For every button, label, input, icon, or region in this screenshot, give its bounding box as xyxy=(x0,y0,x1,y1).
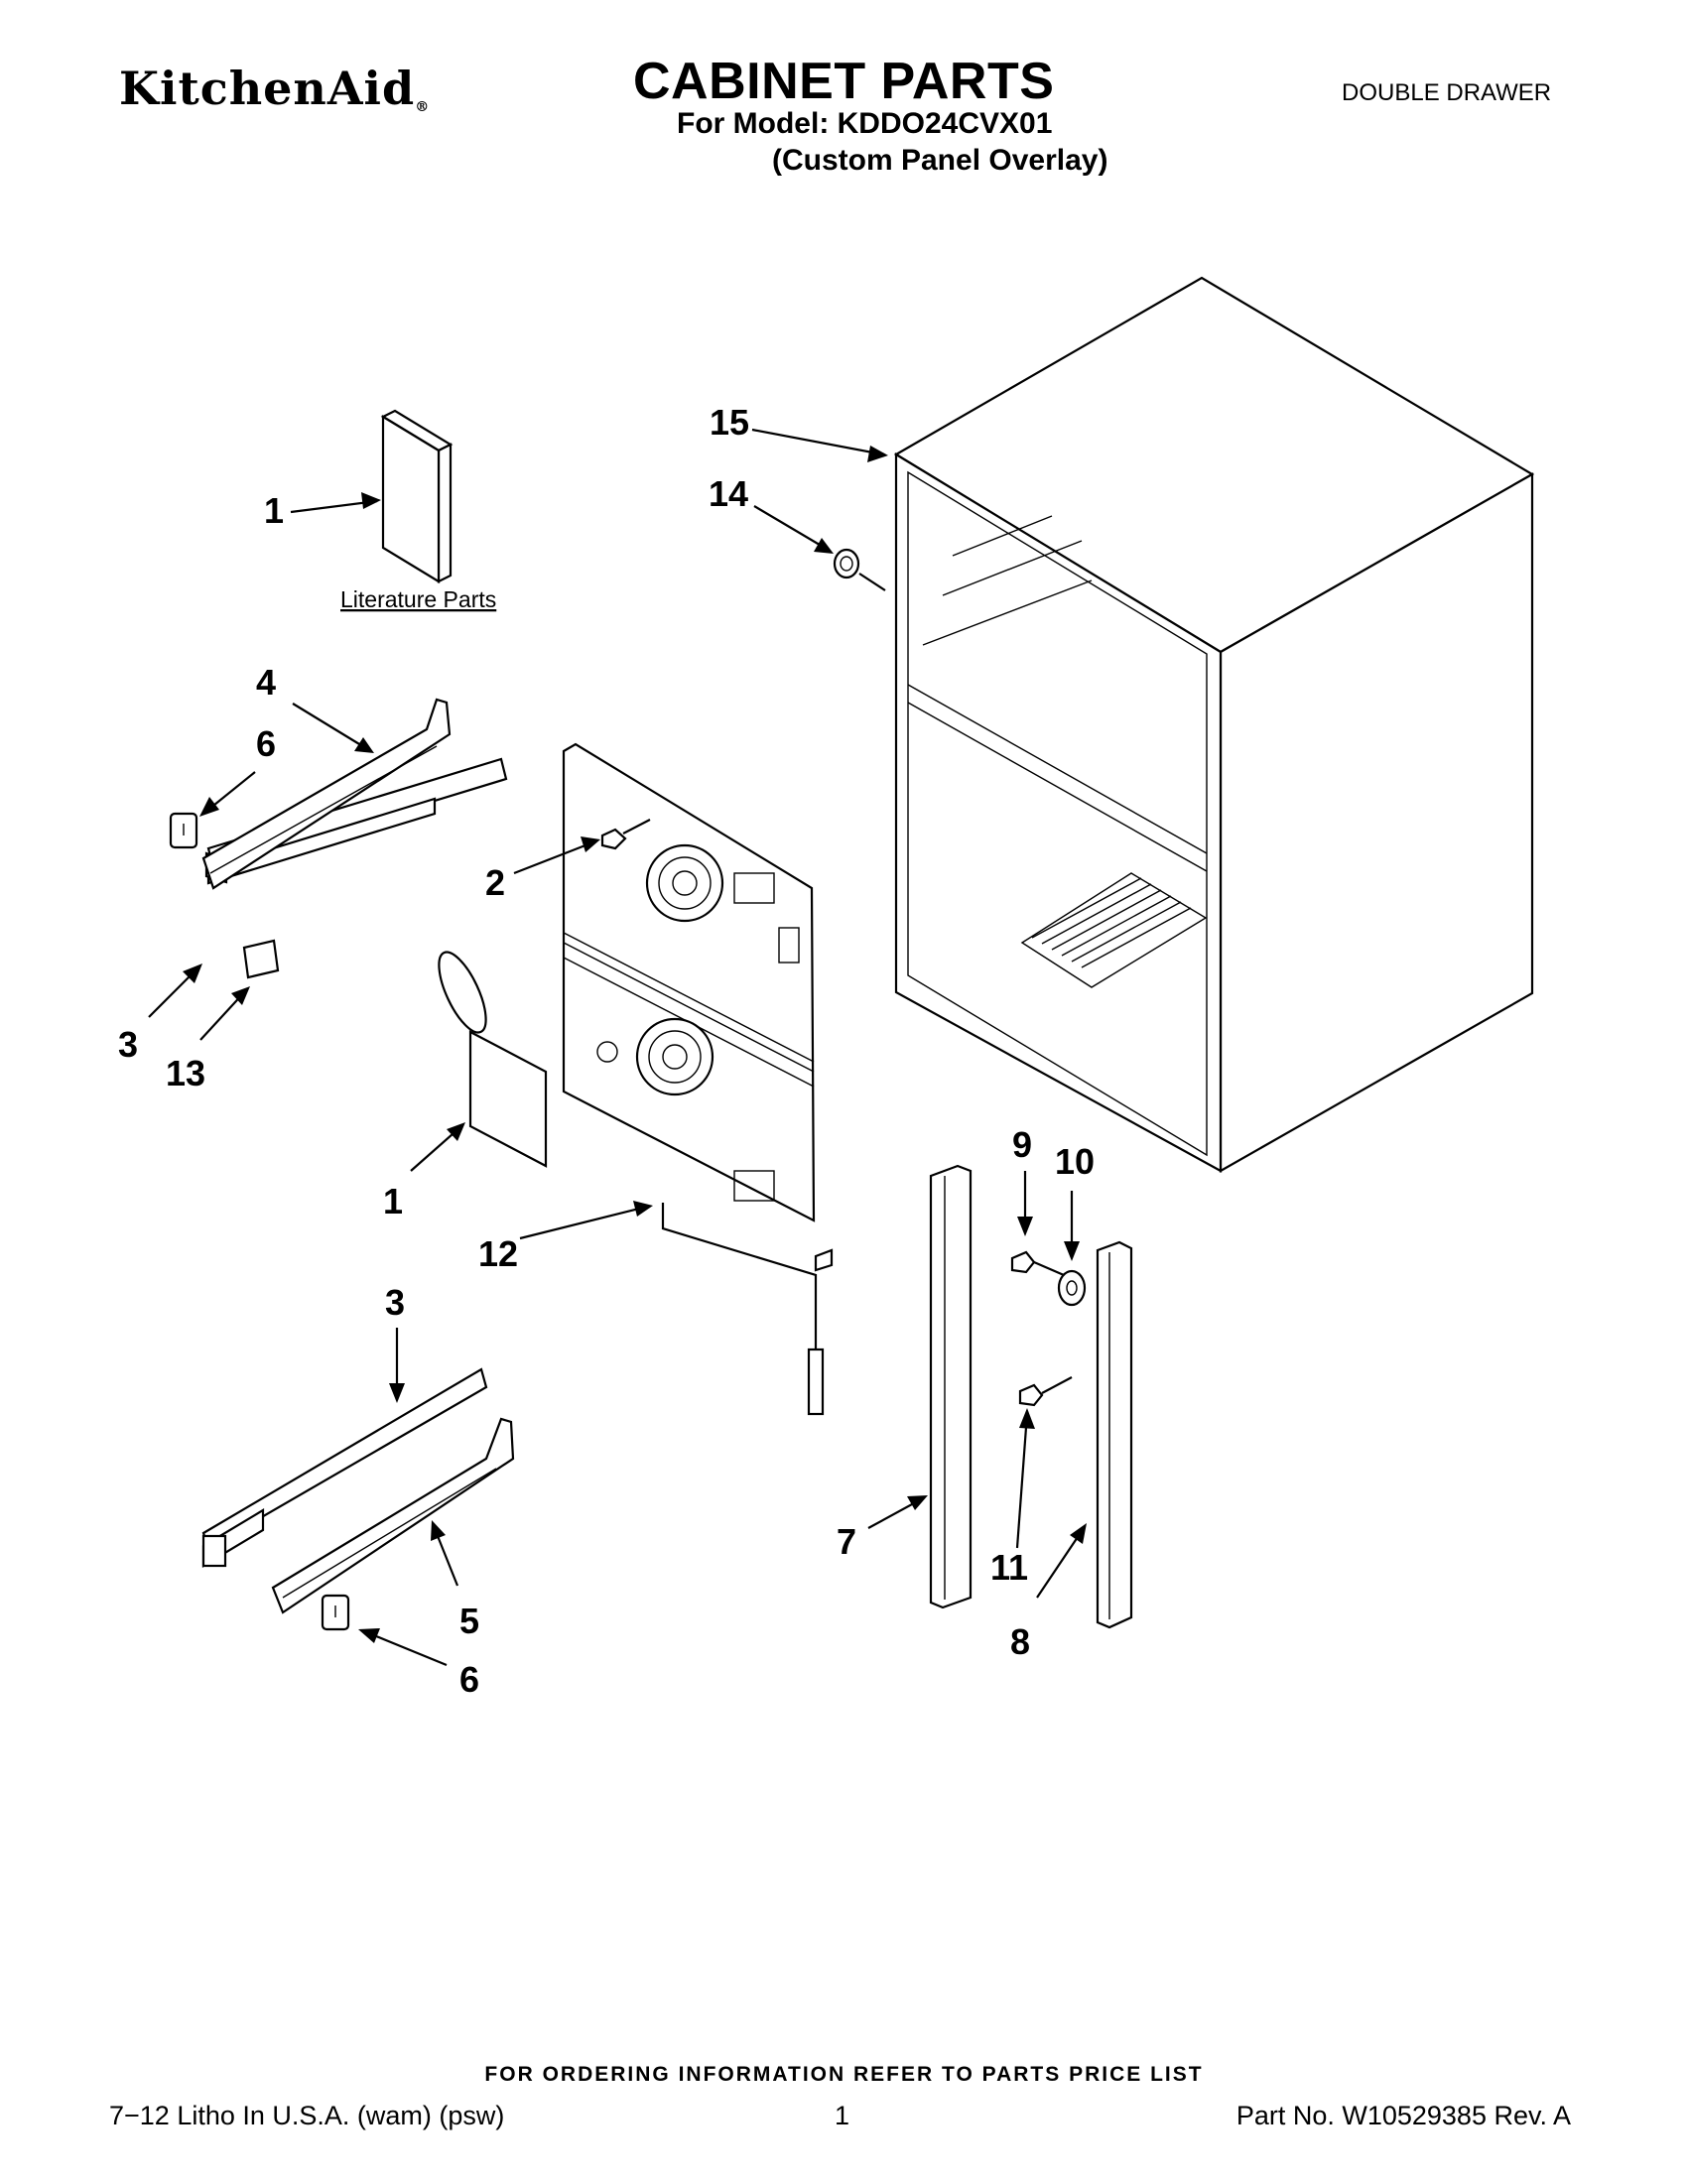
callout-9: 9 xyxy=(1012,1124,1032,1165)
leader-1b xyxy=(410,1122,465,1172)
ordering-note: FOR ORDERING INFORMATION REFER TO PARTS … xyxy=(484,2063,1204,2086)
callout-6b: 6 xyxy=(459,1659,479,1700)
leader-1a xyxy=(290,492,381,514)
service-panel xyxy=(562,742,816,1222)
part-number: Part No. W10529385 Rev. A xyxy=(1235,2101,1571,2130)
leader-3a xyxy=(148,964,202,1018)
leader-6b xyxy=(358,1628,448,1667)
lower-bracket-cap xyxy=(321,1594,350,1631)
brand-registered-mark: ® xyxy=(415,99,431,115)
product-type: DOUBLE DRAWER xyxy=(1342,79,1552,106)
leader-12 xyxy=(519,1201,653,1240)
sensor-wire xyxy=(661,1203,834,1416)
leader-9 xyxy=(1017,1171,1033,1236)
slide-clip xyxy=(242,939,280,979)
mounting-screw-part xyxy=(600,819,651,850)
callout-1b: 1 xyxy=(383,1181,403,1221)
callout-15: 15 xyxy=(710,402,749,443)
literature-parts-label: Literature Parts xyxy=(340,586,496,612)
callout-3b: 3 xyxy=(385,1282,405,1323)
litho-info: 7−12 Litho In U.S.A. (wam) (psw) xyxy=(109,2101,505,2130)
leader-15 xyxy=(751,428,888,462)
callout-6a: 6 xyxy=(256,723,276,764)
leader-13 xyxy=(199,986,250,1041)
side-screw-part xyxy=(1018,1376,1073,1407)
leader-7 xyxy=(867,1495,928,1529)
lower-drawer-slide xyxy=(201,1367,488,1568)
variant-line: (Custom Panel Overlay) xyxy=(772,144,1108,177)
callout-13: 13 xyxy=(166,1053,205,1093)
callout-12: 12 xyxy=(478,1233,518,1274)
leader-2 xyxy=(513,836,600,875)
leader-10 xyxy=(1064,1191,1080,1261)
washer-part xyxy=(1057,1269,1087,1307)
callout-labels: 1 1 2 3 3 4 5 6 6 7 8 9 10 11 12 13 14 1… xyxy=(118,402,1095,1700)
grommet-part xyxy=(833,548,886,591)
cabinet-box xyxy=(893,276,1535,1173)
callout-10: 10 xyxy=(1055,1141,1095,1182)
callout-8: 8 xyxy=(1010,1621,1030,1662)
callout-3a: 3 xyxy=(118,1024,138,1065)
callout-11: 11 xyxy=(990,1547,1028,1588)
leader-4 xyxy=(292,703,374,753)
callout-7: 7 xyxy=(837,1521,856,1562)
leader-11 xyxy=(1015,1408,1035,1549)
upper-bracket-cap xyxy=(169,812,198,849)
right-side-bracket xyxy=(1096,1240,1133,1629)
page-number: 1 xyxy=(835,2101,850,2130)
leader-6a xyxy=(199,771,256,817)
left-side-bracket xyxy=(929,1164,973,1609)
callout-5: 5 xyxy=(459,1601,479,1641)
callout-1a: 1 xyxy=(264,490,284,531)
brand-logo: KitchenAid® xyxy=(119,62,430,115)
upper-slide-bracket xyxy=(201,698,452,890)
lower-slide-bracket xyxy=(271,1417,515,1614)
cabinet-vent-grille xyxy=(1020,872,1208,988)
literature-booklet xyxy=(380,409,454,583)
leader-5 xyxy=(431,1520,459,1587)
parts-bag xyxy=(438,951,548,1168)
callout-leaders xyxy=(148,428,1087,1667)
brand-name: KitchenAid xyxy=(119,62,416,115)
leader-8 xyxy=(1036,1523,1087,1599)
callout-4: 4 xyxy=(256,662,276,703)
bracket-screw-part xyxy=(1010,1250,1065,1277)
callout-14: 14 xyxy=(709,473,748,514)
model-line: For Model: KDDO24CVX01 xyxy=(677,107,1053,140)
leader-3b xyxy=(389,1328,405,1403)
callout-2: 2 xyxy=(485,862,505,903)
leader-14 xyxy=(753,505,834,554)
page-title: CABINET PARTS xyxy=(633,53,1055,110)
